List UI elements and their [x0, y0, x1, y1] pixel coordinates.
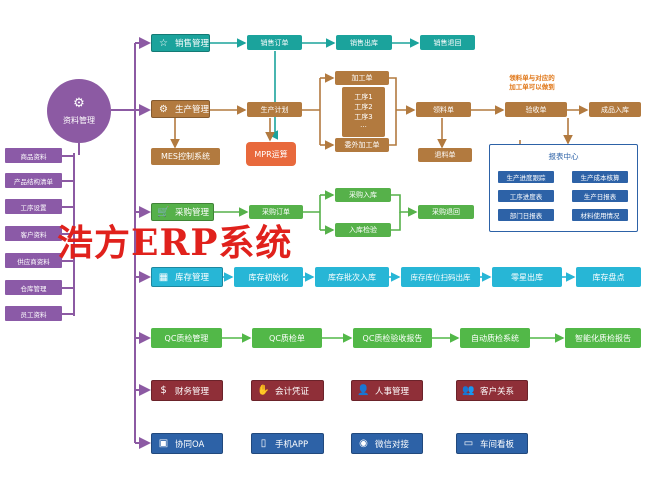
- briefcase-icon: ▣: [158, 438, 169, 449]
- hub-label: 资料管理: [63, 116, 95, 125]
- qc-inspection-order-node[interactable]: QC质检单: [252, 328, 322, 348]
- monitor-icon: ▭: [463, 438, 474, 449]
- finished-goods-inbound-node[interactable]: 成品入库: [589, 102, 641, 117]
- report-department-daily[interactable]: 部门日报表: [498, 209, 554, 221]
- wechat-label: 微信对接: [375, 439, 410, 450]
- side-item-employee-info[interactable]: 员工资料: [5, 306, 62, 321]
- process-step-2: 工序2: [354, 103, 373, 111]
- board-label: 车间看板: [480, 439, 515, 450]
- production-plan-node[interactable]: 生产计划: [247, 102, 302, 117]
- inventory-module-label: 库存管理: [175, 273, 210, 283]
- side-item-bom[interactable]: 产品结构清单: [5, 173, 62, 188]
- hr-management-module[interactable]: 👤 人事管理: [351, 380, 423, 401]
- auto-inspection-system-node[interactable]: 自动质检系统: [460, 328, 530, 348]
- report-center-panel: 报表中心 生产进度跟踪 生产成本核算 工序进度表 生产日报表 部门日报表 材料使…: [489, 144, 638, 232]
- report-cost-accounting[interactable]: 生产成本核算: [572, 171, 628, 183]
- requisition-note: 领料单与对应的 加工单可以做到: [497, 74, 567, 92]
- dollar-icon: $: [160, 385, 167, 396]
- production-module-label: 生产管理: [174, 105, 209, 115]
- material-requisition-node[interactable]: 领料单: [416, 102, 471, 117]
- finance-label: 财务管理: [175, 386, 210, 397]
- inventory-management-module[interactable]: ▦ 库存管理: [151, 267, 223, 287]
- data-management-hub[interactable]: ⚙ 资料管理: [47, 79, 111, 143]
- processing-order-node[interactable]: 加工单: [335, 71, 389, 85]
- purchase-inbound-node[interactable]: 采购入库: [335, 188, 391, 202]
- purchase-management-module[interactable]: 🛒 采购管理: [151, 203, 214, 221]
- process-step-more: ···: [360, 123, 367, 131]
- collaborative-oa-module[interactable]: ▣ 协同OA: [151, 433, 223, 454]
- cart-icon: 🛒: [157, 206, 170, 218]
- mobile-app-module[interactable]: ▯ 手机APP: [251, 433, 324, 454]
- material-return-node[interactable]: 退料单: [418, 148, 472, 162]
- crm-label: 客户关系: [480, 386, 515, 397]
- sales-order-node[interactable]: 销售订单: [247, 35, 302, 50]
- note-line-2: 加工单可以做到: [509, 83, 555, 91]
- voucher-label: 会计凭证: [275, 386, 310, 397]
- finance-management-module[interactable]: $ 财务管理: [151, 380, 223, 401]
- side-item-customer-info[interactable]: 客户资料: [5, 226, 62, 241]
- gear-icon: ⚙: [73, 96, 85, 111]
- report-production-daily[interactable]: 生产日报表: [572, 190, 628, 202]
- accounting-voucher-module[interactable]: ✋ 会计凭证: [251, 380, 324, 401]
- report-process-progress[interactable]: 工序进度表: [498, 190, 554, 202]
- inventory-batch-inbound-node[interactable]: 库存批次入库: [315, 267, 389, 287]
- mpr-calc-node[interactable]: MPR运算: [246, 142, 296, 166]
- wechat-integration-module[interactable]: ◉ 微信对接: [351, 433, 423, 454]
- sales-management-module[interactable]: ☆ 销售管理: [151, 34, 210, 52]
- purchase-order-node[interactable]: 采购订单: [249, 205, 303, 219]
- inbound-inspection-node[interactable]: 入库检验: [335, 223, 391, 237]
- qc-acceptance-report-node[interactable]: QC质检验收报告: [353, 328, 432, 348]
- handshake-icon: ✋: [257, 385, 270, 396]
- purchase-module-label: 采购管理: [175, 208, 210, 218]
- purchase-return-node[interactable]: 采购退回: [418, 205, 474, 219]
- watermark-title: 浩方ERP系统: [57, 222, 293, 264]
- side-item-product-info[interactable]: 商品资料: [5, 148, 62, 163]
- mes-control-node[interactable]: MES控制系统: [151, 148, 220, 165]
- report-material-usage[interactable]: 材料使用情况: [572, 209, 628, 221]
- inventory-stocktake-node[interactable]: 库存盘点: [576, 267, 641, 287]
- report-center-title: 报表中心: [548, 152, 579, 161]
- hr-label: 人事管理: [375, 386, 410, 397]
- side-item-process-setup[interactable]: 工序设置: [5, 199, 62, 214]
- oa-label: 协同OA: [175, 439, 205, 450]
- process-step-3: 工序3: [354, 113, 373, 121]
- sales-outbound-node[interactable]: 销售出库: [336, 35, 392, 50]
- production-management-module[interactable]: ⚙ 生产管理: [151, 100, 210, 118]
- smart-inspection-report-node[interactable]: 智能化质检报告: [565, 328, 641, 348]
- inventory-scan-outbound-node[interactable]: 库存库位扫码出库: [401, 267, 480, 287]
- workshop-board-module[interactable]: ▭ 车间看板: [456, 433, 528, 454]
- person-icon: 👤: [357, 385, 370, 396]
- outsource-order-node[interactable]: 委外加工单: [335, 138, 389, 152]
- sales-return-node[interactable]: 销售退回: [420, 35, 475, 50]
- side-item-warehouse[interactable]: 仓库管理: [5, 280, 62, 295]
- star-icon: ☆: [159, 37, 168, 49]
- people-icon: 👥: [462, 385, 475, 396]
- customer-relations-module[interactable]: 👥 客户关系: [456, 380, 528, 401]
- side-item-supplier-info[interactable]: 供应商资料: [5, 253, 62, 268]
- app-label: 手机APP: [275, 439, 309, 450]
- note-line-1: 领料单与对应的: [509, 74, 555, 82]
- qc-management-module[interactable]: QC质检管理: [151, 328, 222, 348]
- wechat-icon: ◉: [359, 438, 368, 449]
- warehouse-icon: ▦: [158, 271, 169, 283]
- mobile-icon: ▯: [260, 438, 267, 449]
- process-steps-node[interactable]: 工序1 工序2 工序3 ···: [342, 87, 385, 137]
- gear-icon: ⚙: [159, 103, 168, 115]
- acceptance-order-node[interactable]: 验收单: [505, 102, 567, 117]
- report-progress-tracking[interactable]: 生产进度跟踪: [498, 171, 554, 183]
- process-step-1: 工序1: [354, 93, 373, 101]
- sales-module-label: 销售管理: [174, 39, 209, 49]
- inventory-init-node[interactable]: 库存初始化: [234, 267, 303, 287]
- sporadic-outbound-node[interactable]: 零星出库: [492, 267, 562, 287]
